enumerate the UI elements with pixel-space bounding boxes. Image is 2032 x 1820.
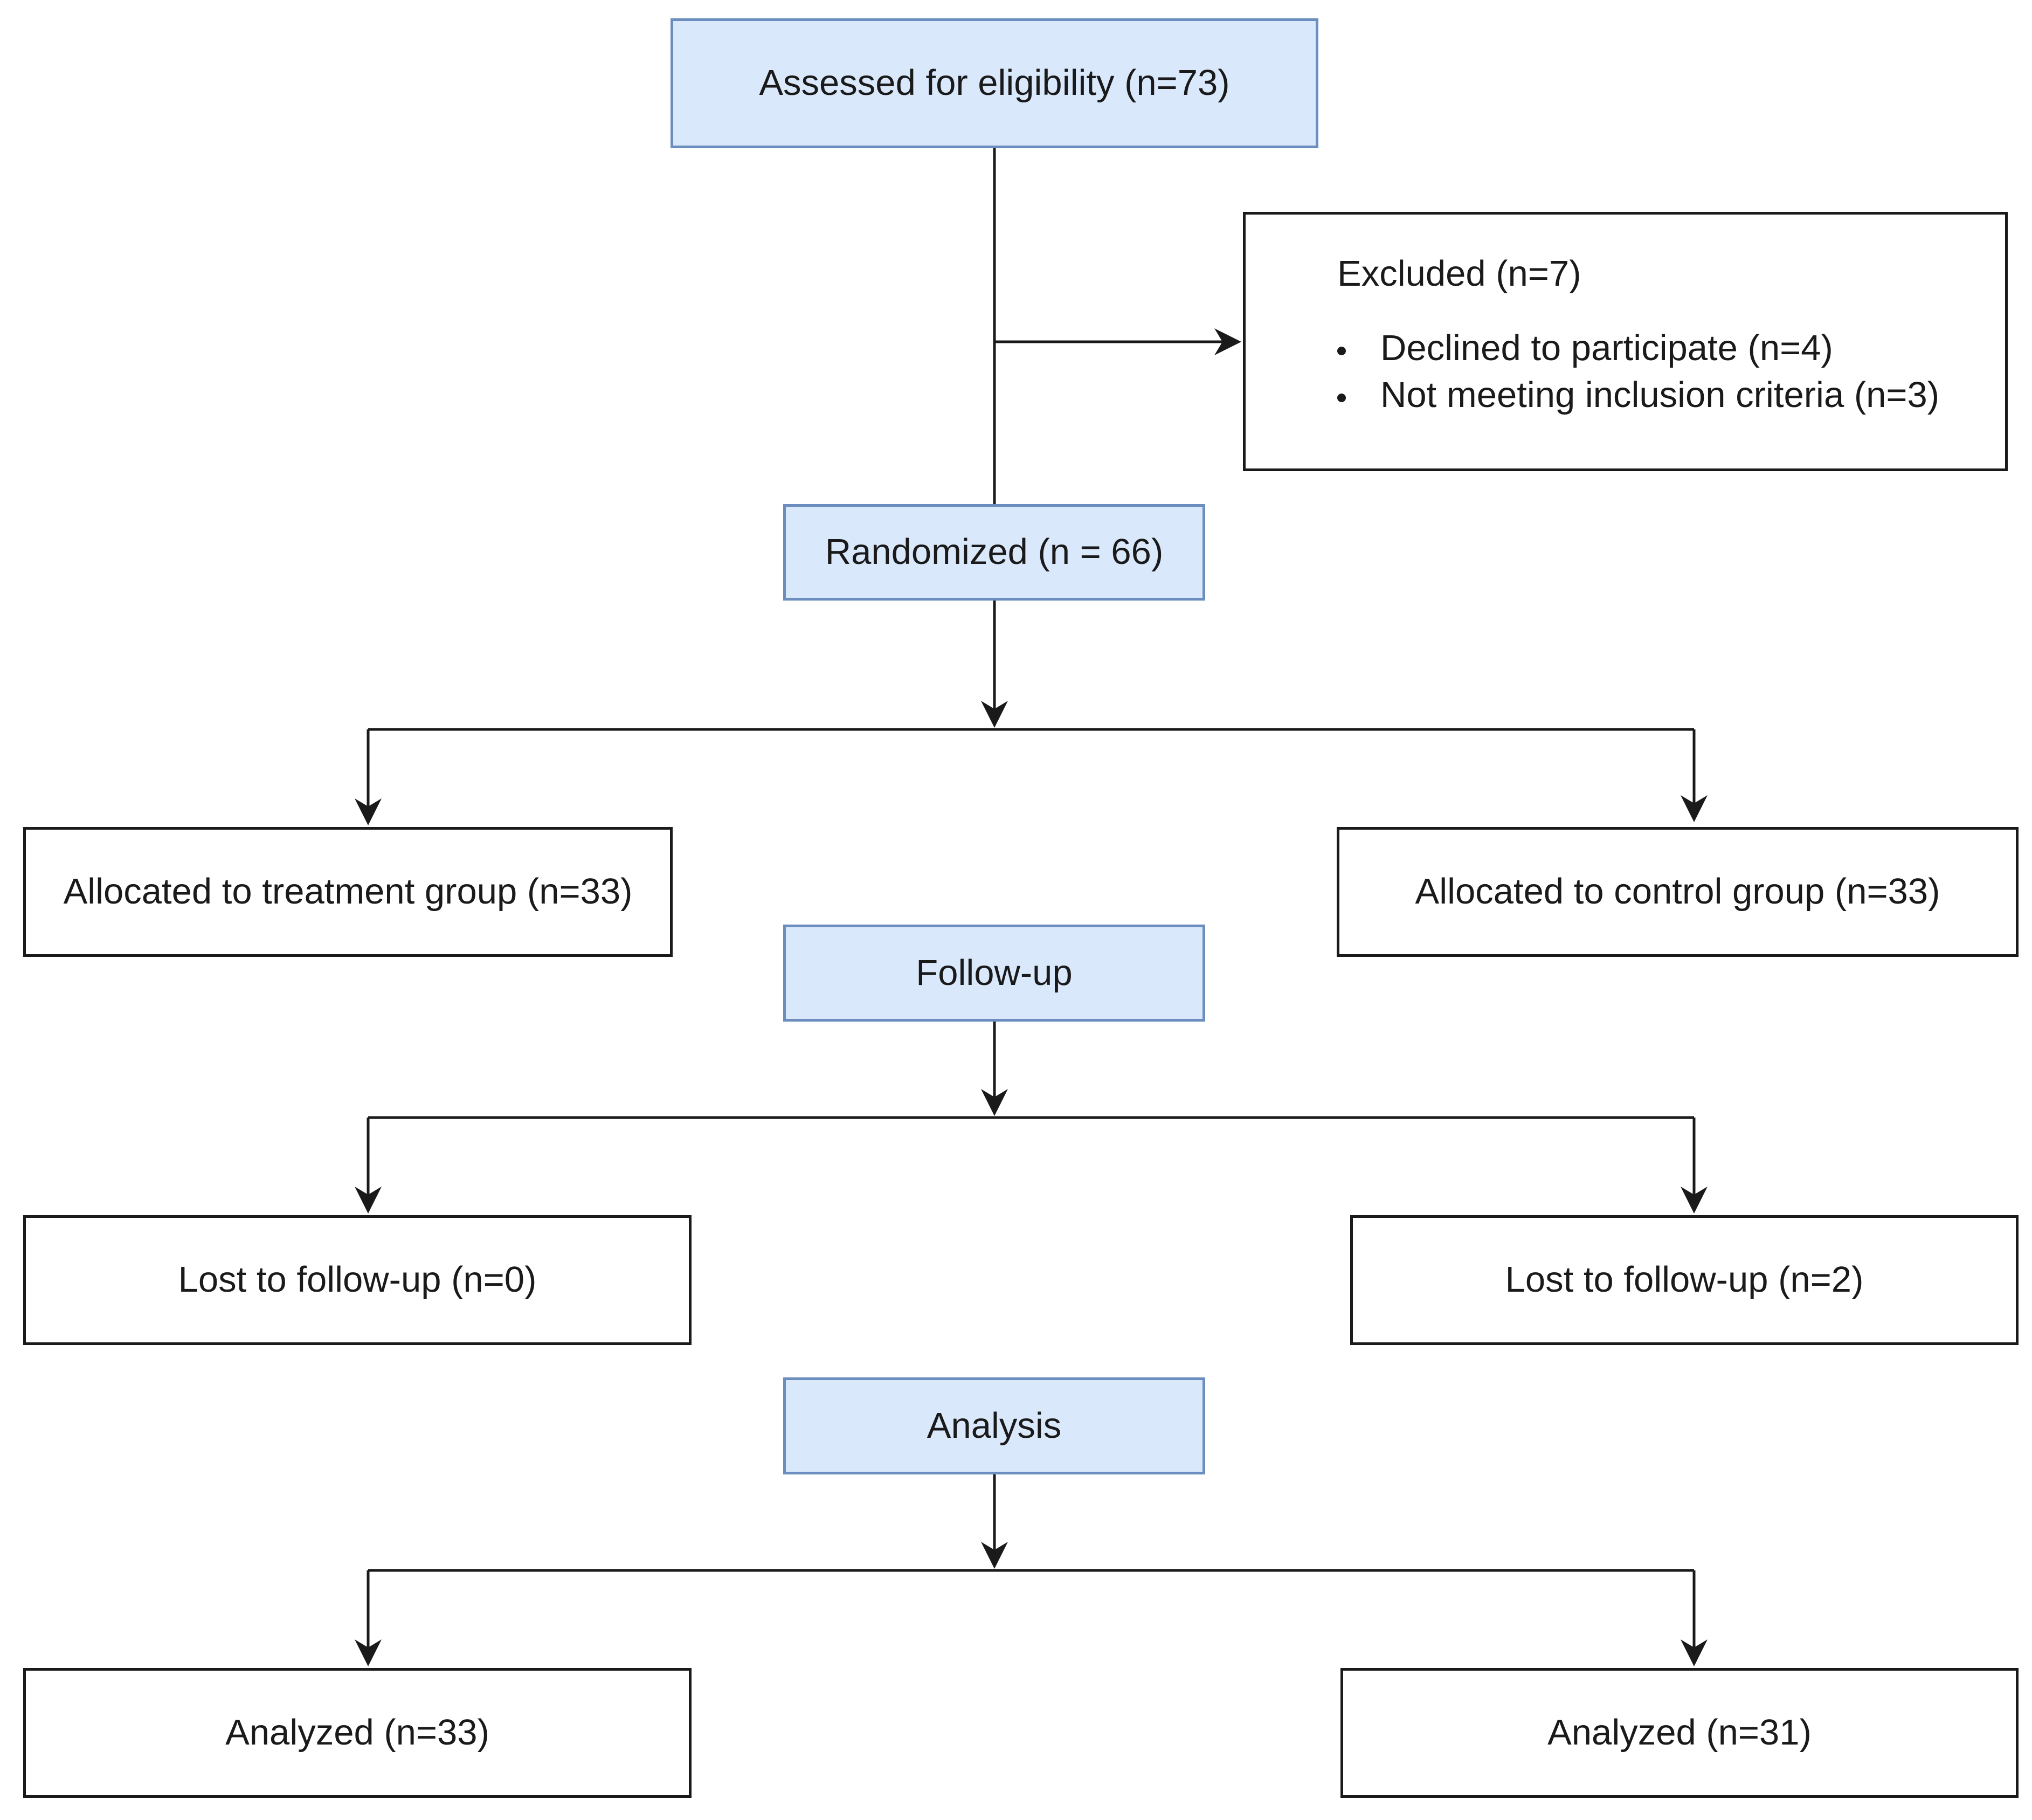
analysis-stage-box: Analysis	[783, 1377, 1205, 1474]
treatment-allocation-label: Allocated to treatment group (n=33)	[63, 871, 633, 912]
control-analyzed-box: Analyzed (n=31)	[1340, 1668, 2019, 1798]
randomized-label: Randomized (n = 66)	[825, 532, 1164, 573]
control-followup-label: Lost to follow-up (n=2)	[1505, 1259, 1864, 1300]
control-allocation-box: Allocated to control group (n=33)	[1337, 827, 2019, 957]
analysis-stage-label: Analysis	[927, 1405, 1062, 1446]
followup-stage-label: Follow-up	[916, 952, 1073, 993]
excluded-reason-item: Declined to participate (n=4)	[1337, 327, 2005, 370]
control-followup-box: Lost to follow-up (n=2)	[1350, 1215, 2019, 1345]
excluded-reasons-list: Declined to participate (n=4) Not meetin…	[1337, 327, 2005, 417]
followup-stage-box: Follow-up	[783, 925, 1205, 1022]
excluded-box: Excluded (n=7) Declined to participate (…	[1243, 212, 2008, 471]
treatment-allocation-box: Allocated to treatment group (n=33)	[23, 827, 673, 957]
treatment-analyzed-box: Analyzed (n=33)	[23, 1668, 692, 1798]
treatment-followup-label: Lost to follow-up (n=0)	[178, 1259, 537, 1300]
assessed-label: Assessed for eligibility (n=73)	[759, 63, 1230, 104]
assessed-box: Assessed for eligibility (n=73)	[671, 18, 1318, 148]
treatment-analyzed-label: Analyzed (n=33)	[225, 1712, 489, 1753]
randomized-box: Randomized (n = 66)	[783, 504, 1205, 601]
treatment-followup-box: Lost to follow-up (n=0)	[23, 1215, 692, 1345]
control-analyzed-label: Analyzed (n=31)	[1547, 1712, 1812, 1753]
excluded-reason-item: Not meeting inclusion criteria (n=3)	[1337, 374, 2005, 417]
excluded-title: Excluded (n=7)	[1337, 253, 1581, 294]
control-allocation-label: Allocated to control group (n=33)	[1415, 871, 1940, 912]
